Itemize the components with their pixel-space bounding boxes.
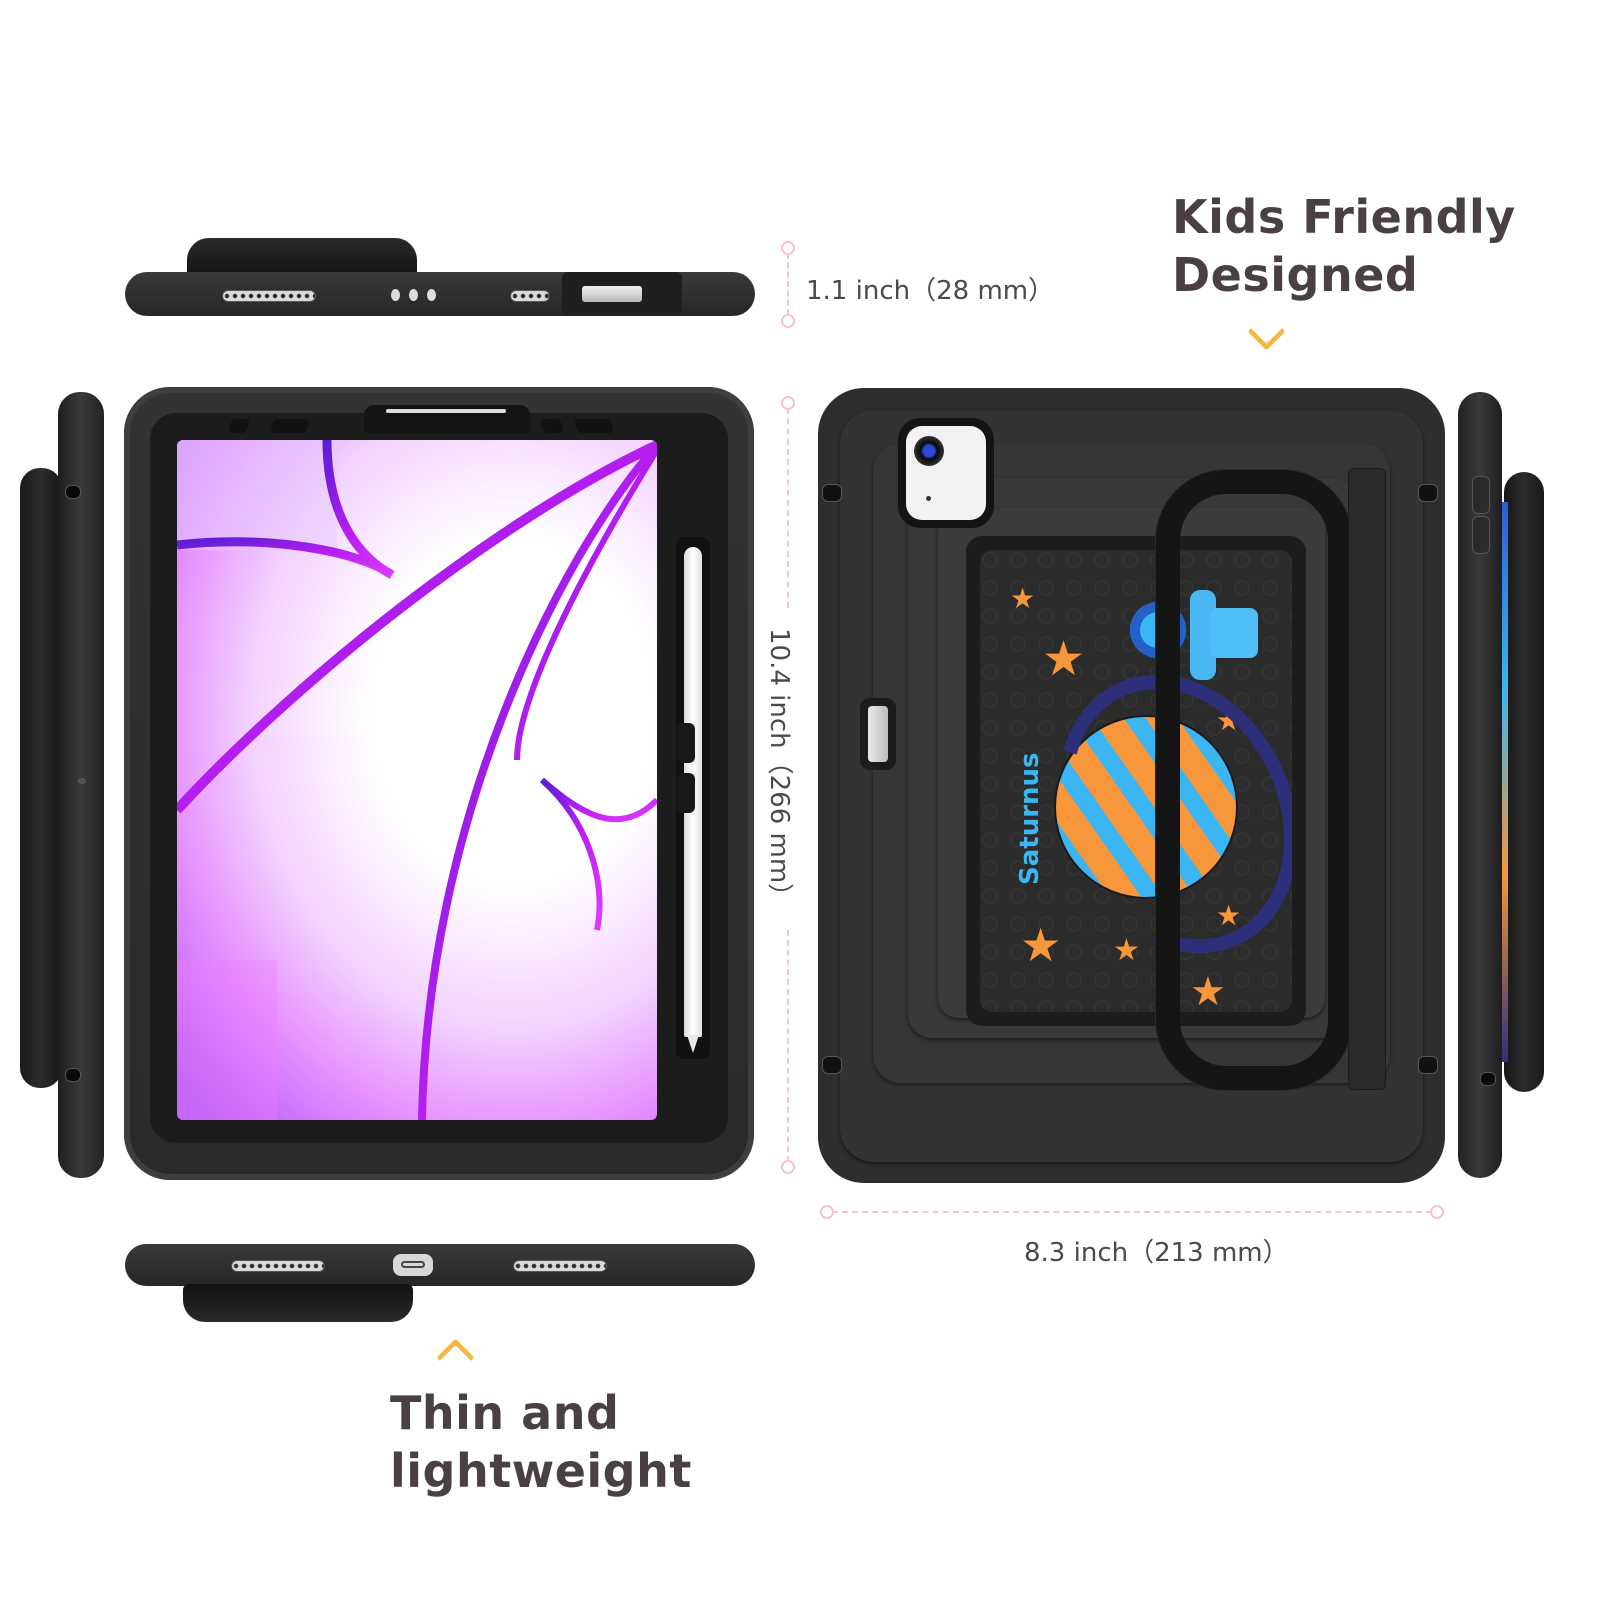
tablet-screen (177, 440, 657, 1120)
lanyard-hole-back-br (1418, 1056, 1438, 1074)
speaker-grille-right (510, 290, 550, 302)
illustration-inner: ★ ★ ★ ★ ★ ★ ★ Saturnus (980, 550, 1292, 1012)
right-side-view (1458, 392, 1548, 1178)
thickness-label: 1.1 inch（28 mm） (806, 276, 1055, 306)
smart-connector-dots (391, 289, 451, 301)
handle-strap-side-right (1504, 472, 1544, 1092)
pencil-tip (687, 1035, 699, 1053)
camera-plate (906, 426, 986, 520)
front-view-case (124, 387, 754, 1180)
usb-c-port (393, 1254, 433, 1276)
case-edge-left (58, 392, 104, 1178)
bottom-edge-view (125, 1244, 755, 1324)
mic-cutout-2 (270, 419, 310, 433)
speaker-grille-left (222, 290, 316, 302)
planet-label: Saturnus (1015, 752, 1045, 885)
pencil-clip (860, 698, 896, 770)
mic-cutout-3 (540, 419, 564, 433)
speaker-grille-bottom-left (231, 1260, 325, 1272)
kickstand-slot (1348, 468, 1386, 1090)
volume-up-button[interactable] (1472, 476, 1490, 514)
lanyard-hole-top-left (65, 485, 81, 499)
lanyard-hole-back-bl (822, 1056, 842, 1074)
handle-strap-side-left (20, 468, 62, 1088)
thin-lightweight-headline: Thin and lightweight (390, 1386, 692, 1498)
star-icon: ★ (1020, 918, 1062, 972)
star-icon: ★ (1190, 969, 1226, 1012)
camera-lens-icon (914, 436, 944, 466)
volume-button-cover-down[interactable] (677, 773, 695, 813)
volume-down-button[interactable] (1472, 516, 1490, 554)
top-edge-view (125, 236, 755, 320)
wallpaper-swirls (177, 440, 657, 1120)
chevron-down-icon (1247, 312, 1286, 351)
camera-housing (898, 418, 994, 528)
star-icon: ★ (1216, 899, 1242, 932)
star-icon: ★ (1010, 582, 1036, 615)
star-icon: ★ (1113, 933, 1140, 968)
chevron-up-icon (436, 1338, 475, 1377)
height-label: 10.4 inch（266 mm） (764, 628, 794, 910)
microphone-dot (926, 496, 931, 501)
power-button[interactable] (582, 286, 642, 302)
left-side-view (20, 392, 106, 1178)
star-icon: ★ (1216, 704, 1242, 737)
kids-friendly-headline: Kids Friendly Designed (1172, 190, 1516, 302)
star-icon: ★ (1042, 631, 1086, 687)
lanyard-hole-back-tr (1418, 484, 1438, 502)
power-button-cover[interactable] (562, 272, 682, 316)
planet-icon (1054, 715, 1238, 899)
speaker-grille-bottom-right (513, 1260, 607, 1272)
back-view-case: ★ ★ ★ ★ ★ ★ ★ Saturnus (818, 388, 1445, 1183)
illustration-panel: ★ ★ ★ ★ ★ ★ ★ Saturnus (966, 536, 1306, 1026)
case-edge-bottom (125, 1244, 755, 1286)
lanyard-hole-right (1480, 1072, 1496, 1086)
camera-notch (364, 405, 530, 433)
width-label: 8.3 inch（213 mm） (1024, 1238, 1289, 1268)
lanyard-hole-bottom-left (65, 1068, 81, 1082)
illustration-edge (1502, 502, 1508, 1062)
handle-strap-bottom (183, 1284, 413, 1322)
usb-c-icon (401, 1261, 425, 1268)
handle-strap-top (187, 238, 417, 278)
lanyard-hole-back-tl (822, 484, 842, 502)
mic-cutout-4 (574, 419, 614, 433)
hand-strap-loop[interactable] (1156, 470, 1352, 1090)
volume-button-cover-up[interactable] (677, 723, 695, 763)
side-dot (78, 778, 86, 784)
